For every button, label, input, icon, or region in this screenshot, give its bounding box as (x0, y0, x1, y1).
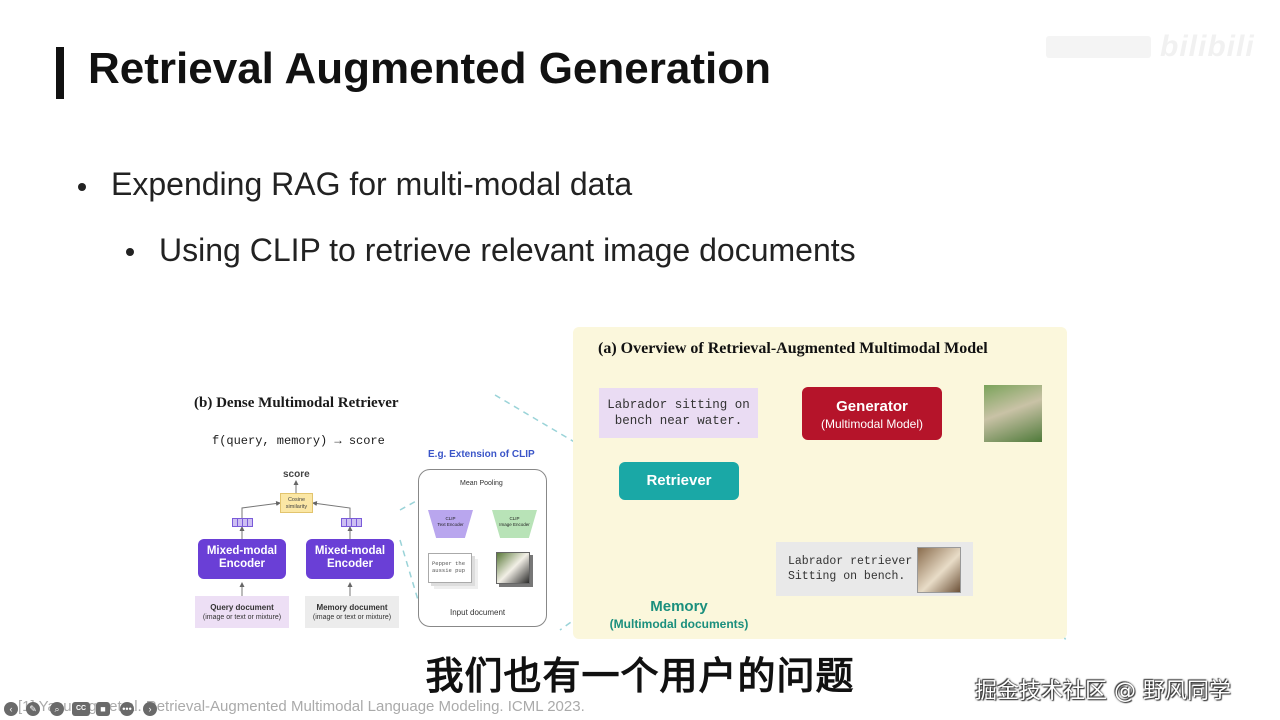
slide-title: Retrieval Augmented Generation (88, 44, 771, 93)
encoder-line-2: Encoder (218, 558, 265, 570)
bullet-1: Expending RAG for multi-modal data (111, 166, 633, 202)
title-accent-bar (56, 47, 64, 99)
clip-text-line-1: CLIP (445, 516, 456, 521)
generator-box: Generator (Multimodal Model) (802, 387, 942, 440)
figure-b-title: (b) Dense Multimodal Retriever (194, 395, 399, 411)
bilibili-logo-icon: bilibili (1160, 30, 1255, 63)
figure-a-title: (a) Overview of Retrieval-Augmented Mult… (598, 340, 988, 357)
options-icon[interactable]: ••• (120, 702, 134, 716)
memory-document-box: Memory document (image or text or mixtur… (305, 596, 399, 628)
cosine-line-2: similarity (285, 504, 308, 510)
stop-icon[interactable]: ■ (96, 702, 110, 716)
retrieved-dog-image (917, 547, 961, 593)
image-input-card (496, 552, 530, 584)
query-line-2: bench near water. (614, 414, 743, 428)
encoder-line-2: Encoder (326, 558, 373, 570)
clip-extension-box (418, 469, 547, 627)
bullet-dot-icon (126, 248, 134, 256)
bullet-dot-icon (78, 183, 86, 191)
query-embedding-icon (232, 518, 253, 527)
citation: [1] Yasunaga et al. Retrieval-Augmented … (18, 698, 585, 715)
memory-doc-sublabel: (image or text or mixture) (312, 614, 392, 621)
memory-embedding-icon (341, 518, 362, 527)
retriever-box: Retriever (619, 462, 739, 500)
back-icon[interactable]: ‹ (4, 702, 18, 716)
clip-text-encoder: CLIP Text Encoder (428, 510, 473, 538)
clip-image-encoder: CLIP Image Encoder (492, 510, 537, 538)
pepper-line-1: Pepper the (432, 560, 466, 567)
clip-extension-title: E.g. Extension of CLIP (428, 449, 535, 460)
retrieved-line-1: Labrador retriever (788, 555, 913, 568)
score-formula: f(query, memory) → score (212, 434, 385, 448)
encoder-line-1: Mixed-modal (206, 545, 278, 557)
cosine-line-1: Cosine (287, 497, 306, 503)
score-label: score (283, 469, 310, 480)
watermark-faint-text (1046, 36, 1151, 58)
memory-label: Memory (650, 598, 708, 615)
encoder-line-1: Mixed-modal (314, 545, 386, 557)
generator-label: Generator (836, 398, 908, 415)
memory-doc-label: Memory document (316, 603, 388, 612)
community-watermark: 掘金技术社区 @ 野风同学 (975, 679, 1231, 704)
clip-text-line-2: Text Encoder (437, 522, 464, 527)
query-line-1: Labrador sitting on (607, 398, 750, 412)
memory-sublabel: (Multimodal documents) (609, 617, 749, 631)
clip-image-line-1: CLIP (509, 516, 520, 521)
retrieved-line-2: Sitting on bench. (788, 570, 906, 583)
cosine-similarity-box: Cosine similarity (280, 493, 313, 513)
generator-sublabel: (Multimodal Model) (820, 417, 924, 431)
pen-icon[interactable]: ✎ (26, 702, 40, 716)
query-encoder-box: Mixed-modal Encoder (198, 539, 286, 579)
query-text-box: Labrador sitting on bench near water. (599, 388, 758, 438)
memory-encoder-box: Mixed-modal Encoder (306, 539, 394, 579)
forward-icon[interactable]: › (143, 702, 157, 716)
input-document-label: Input document (450, 608, 506, 617)
query-document-box: Query document (image or text or mixture… (195, 596, 289, 628)
bullet-2: Using CLIP to retrieve relevant image do… (159, 232, 856, 268)
generated-dog-image (984, 385, 1042, 442)
mean-pooling-label: Mean Pooling (460, 480, 503, 487)
clip-image-line-2: Image Encoder (499, 522, 530, 527)
cc-icon[interactable]: CC (72, 702, 90, 716)
query-doc-sublabel: (image or text or mixture) (202, 614, 282, 621)
zoom-icon[interactable]: ⌕ (50, 702, 64, 716)
video-subtitle: 我们也有一个用户的问题 (425, 654, 855, 698)
pepper-line-2: aussie pup (432, 567, 466, 574)
query-doc-label: Query document (210, 603, 274, 612)
text-input-card: Pepper the aussie pup (428, 553, 472, 583)
